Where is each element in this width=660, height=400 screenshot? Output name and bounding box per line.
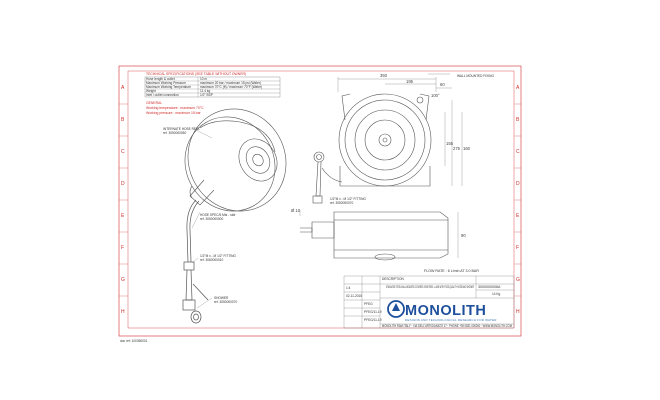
dim-depth: Ø 10	[291, 208, 301, 213]
logo-drop-icon	[392, 303, 400, 311]
iso-callouts: INTERNATE HOSE REEL ref. 3050000050 HOSE…	[163, 127, 237, 309]
zone-right-a: A	[516, 85, 520, 91]
zone-right-g: G	[516, 277, 520, 283]
zone-left-d: D	[121, 181, 125, 187]
notes-heading: GENERAL	[146, 101, 162, 105]
zone-right-e: E	[516, 213, 520, 219]
notes-line-2: Working pressure : maximum 15 bar	[146, 111, 201, 115]
flow-rate-note: FLOW RATE : 6 L/min AT 3.0 BAR	[424, 269, 479, 273]
notes-line-1: Working temperature : maximum 70°C	[146, 106, 204, 110]
front-view-hose	[312, 151, 325, 204]
front-view-dim-labels: 393 195 60 100° 155 275 160 WALL MOUNTED…	[330, 73, 494, 205]
dim-side-h2: 275	[453, 146, 461, 151]
logo-ring	[387, 300, 405, 318]
callout-fitting-ref: ref. 3060000010	[200, 258, 223, 262]
spec-value-1: maximum 20 bar / maximum 15 psi (Water)	[200, 81, 261, 85]
sheet-footer: doc ref: 100350001	[120, 339, 148, 343]
zone-left-a: A	[121, 85, 125, 91]
monolith-logo: MONOLITH DESIGNS AND TECHNOLOGICAL RESEA…	[387, 300, 497, 322]
spec-value-4: 1/2" BSP	[200, 93, 213, 97]
zone-right-d: D	[516, 181, 520, 187]
zone-right-c: C	[516, 149, 520, 155]
dim-front-h: 90	[461, 233, 466, 238]
zone-left-h: H	[121, 309, 125, 315]
dim-side-h1: 155	[446, 141, 454, 146]
zone-dividers	[119, 103, 521, 297]
callout-hose-spec-ref: ref. 3050000000	[200, 217, 223, 221]
title-block-text: DESCRIPTION STAINLESS STEEL WALL MOUNTED…	[346, 277, 501, 322]
zone-left-b: B	[121, 117, 125, 123]
zone-letters-left: A B C D E F G H	[121, 85, 125, 315]
brand-tagline: DESIGNS AND TECHNOLOGICAL RESEARCH FOR W…	[405, 318, 497, 322]
dim-angle: 100°	[431, 93, 440, 98]
spec-value-3: 11.4 kg	[200, 89, 210, 93]
dim-top-width: 393	[380, 73, 388, 78]
callout-fitting: 1/2"M x - M 1/2" FITTING	[200, 254, 236, 258]
callout-shower: SHOWER	[214, 296, 229, 300]
spec-table-heading: TECHNICAL SPECIFICATIONS (SEE TABLE WITH…	[146, 72, 246, 76]
iso-view-reel	[184, 108, 287, 212]
description-label: DESCRIPTION	[382, 277, 404, 281]
spec-label-1: Maximum Working Pressure	[146, 81, 186, 85]
dim-side-h3: 160	[463, 146, 471, 151]
weight-value: 14 Kg	[492, 292, 501, 296]
outer-frame	[118, 65, 522, 337]
side-view-dim-labels: Ø 10 90	[291, 208, 466, 238]
general-notes: GENERAL Working temperature : maximum 70…	[146, 101, 204, 115]
dim-top-offset: 60	[440, 82, 445, 87]
drawn-value: PFEG	[364, 302, 373, 306]
title-block	[343, 275, 515, 329]
spec-label-2: Maximum Working Temperature	[146, 85, 191, 89]
front-view-dimensions	[337, 73, 463, 186]
zone-left-c: C	[121, 149, 125, 155]
date-value: 02-11-2015	[346, 294, 362, 298]
callout-inlet-ref: ref. 3050000070	[330, 201, 353, 205]
checked-value: PFEG/11-19	[364, 318, 382, 322]
description-line: STAINLESS STEEL WALL MOUNTED COVERED HOS…	[386, 285, 474, 289]
side-view-reel	[299, 210, 459, 261]
title-footer: MONOLITH RAM ITALY · VIA DELL'ARTIGIANAT…	[382, 324, 512, 328]
zone-left-e: E	[121, 213, 125, 219]
callout-inlet: 1/2"M x - M 1/2" FITTING	[330, 197, 366, 201]
zone-letters-right: A B C D E F G H	[516, 85, 520, 315]
scale-value: 1:4	[346, 286, 351, 290]
spec-table: TECHNICAL SPECIFICATIONS (SEE TABLE WITH…	[144, 72, 281, 98]
zone-left-f: F	[121, 245, 124, 251]
zone-right-f: F	[516, 245, 519, 251]
part-code: 3000000006A	[478, 285, 501, 289]
spec-value-0: 10 m	[200, 77, 207, 81]
callout-shower-ref: ref. 3050000070	[214, 300, 237, 304]
spec-label-3: Weight	[146, 89, 156, 93]
spec-label-0: Hose length & outlet	[146, 77, 175, 81]
callout-hose-reel-ref: ref. 3050000050	[163, 131, 186, 135]
zone-right-h: H	[516, 309, 520, 315]
callout-hose-reel: INTERNATE HOSE REEL	[163, 127, 200, 131]
zone-left-g: G	[121, 277, 125, 283]
zone-right-b: B	[516, 117, 520, 123]
spec-value-2: maximum 70°C (ft) / maximum 70°F (Water)	[200, 85, 262, 89]
front-view-reel	[321, 93, 432, 187]
callout-wall-mount: WALL MOUNTED FIXING	[457, 74, 494, 78]
callout-hose-spec: HOSE SPEC/5 Mts - stdr	[200, 213, 236, 217]
dim-top-inner: 195	[406, 79, 414, 84]
inner-frame	[127, 70, 515, 329]
brand-name: MONOLITH	[405, 303, 486, 319]
iso-view-hose	[182, 199, 209, 324]
revised-value: PFEG/11-19	[364, 310, 382, 314]
spec-label-4: Inlet / outlet connection	[146, 93, 179, 97]
